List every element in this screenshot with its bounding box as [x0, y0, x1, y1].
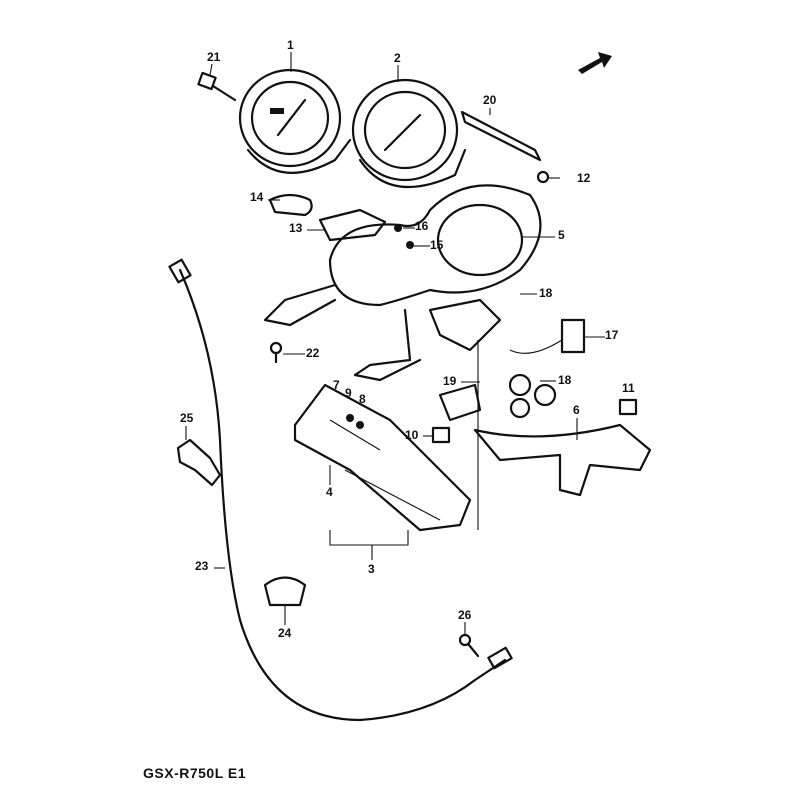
callout-12: 12 — [577, 171, 591, 185]
part-5-bracket — [328, 184, 542, 307]
callout-24: 24 — [278, 626, 292, 640]
callout-2: 2 — [394, 51, 401, 65]
callout-7: 7 — [333, 378, 340, 392]
callout-3: 3 — [368, 562, 375, 576]
callout-19: 19 — [443, 374, 457, 388]
callout-26: 26 — [458, 608, 472, 622]
part-11-cap — [618, 398, 638, 416]
part-12-nut — [536, 170, 550, 184]
part-19-socket-plate — [428, 298, 502, 352]
part-20-strip — [460, 110, 542, 162]
callout-21: 21 — [207, 50, 221, 64]
callout-25: 25 — [180, 411, 194, 425]
callout-17: 17 — [605, 328, 619, 342]
part-21-bolt — [197, 71, 237, 102]
part-4-housing — [293, 383, 472, 532]
part-14-gasket — [268, 193, 313, 217]
callout-23: 23 — [195, 559, 209, 573]
callout-8: 8 — [359, 392, 366, 406]
part-2-speedometer — [351, 78, 467, 189]
part-17-connector — [560, 318, 586, 354]
part-26-screw — [458, 633, 480, 658]
callout-18a: 18 — [539, 286, 553, 300]
leader-lines — [185, 52, 605, 635]
callout-18b: 18 — [558, 373, 572, 387]
callout-16: 16 — [415, 219, 429, 233]
callout-1: 1 — [287, 38, 294, 52]
callout-13: 13 — [289, 221, 303, 235]
part-22-screw — [269, 341, 283, 364]
callout-14: 14 — [250, 190, 264, 204]
callout-22: 22 — [306, 346, 320, 360]
callout-4: 4 — [326, 485, 333, 499]
part-24-clamp — [263, 576, 307, 607]
callout-11: 11 — [622, 381, 635, 395]
model-caption: GSX-R750L E1 — [143, 765, 247, 781]
part-6-plate — [473, 423, 652, 497]
callout-10: 10 — [405, 428, 419, 442]
callout-20: 20 — [483, 93, 497, 107]
part-25-clamp — [176, 438, 222, 487]
callout-6: 6 — [573, 403, 580, 417]
direction-arrow-icon — [578, 52, 612, 74]
part-23-cable — [178, 268, 507, 722]
part-10-cap — [431, 426, 451, 444]
part-1-tachometer — [238, 68, 352, 174]
callout-15: 15 — [430, 238, 444, 252]
callout-5: 5 — [558, 228, 565, 242]
callout-9: 9 — [345, 386, 352, 400]
part-13-fitting — [318, 208, 387, 242]
